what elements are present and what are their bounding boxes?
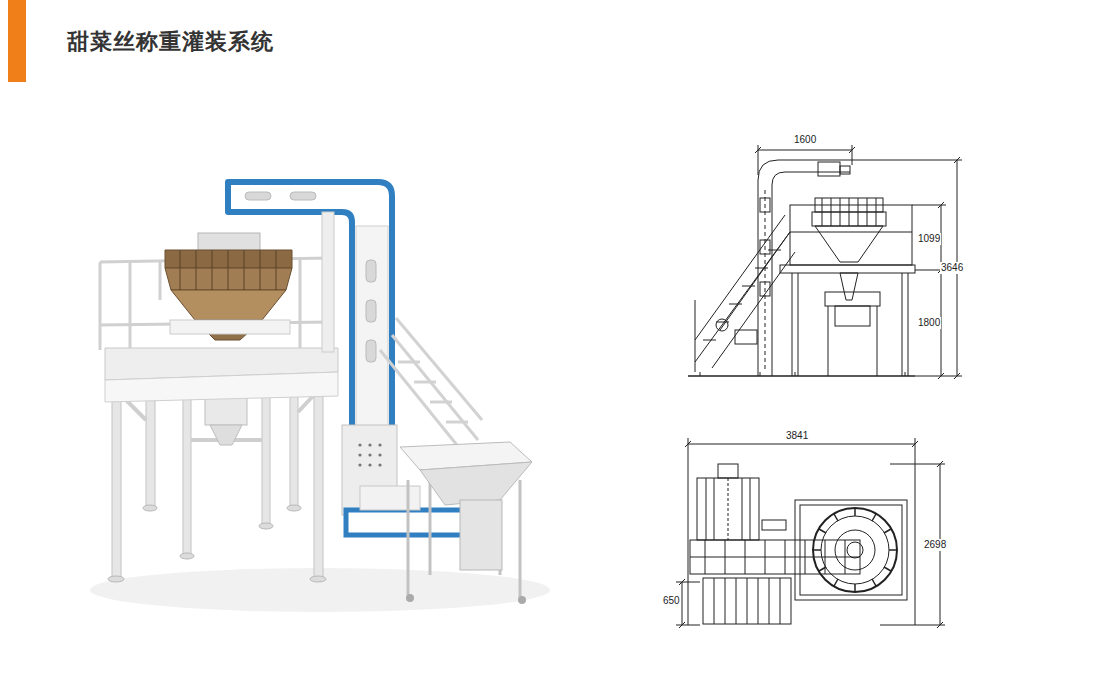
dimension-label: 650 — [662, 595, 681, 607]
machine-render — [90, 182, 550, 612]
top-view-drawing — [676, 438, 945, 628]
dimension-label: 3646 — [940, 262, 964, 274]
dimension-label: 2698 — [923, 539, 947, 551]
side-view-drawing — [688, 145, 962, 379]
page-title: 甜菜丝称重灌装系统 — [67, 27, 274, 57]
accent-bar — [8, 0, 26, 82]
dimension-label: 3841 — [785, 430, 809, 442]
dimension-label: 1600 — [793, 134, 817, 146]
dimension-label: 1800 — [917, 317, 941, 329]
dimension-label: 1099 — [917, 233, 941, 245]
